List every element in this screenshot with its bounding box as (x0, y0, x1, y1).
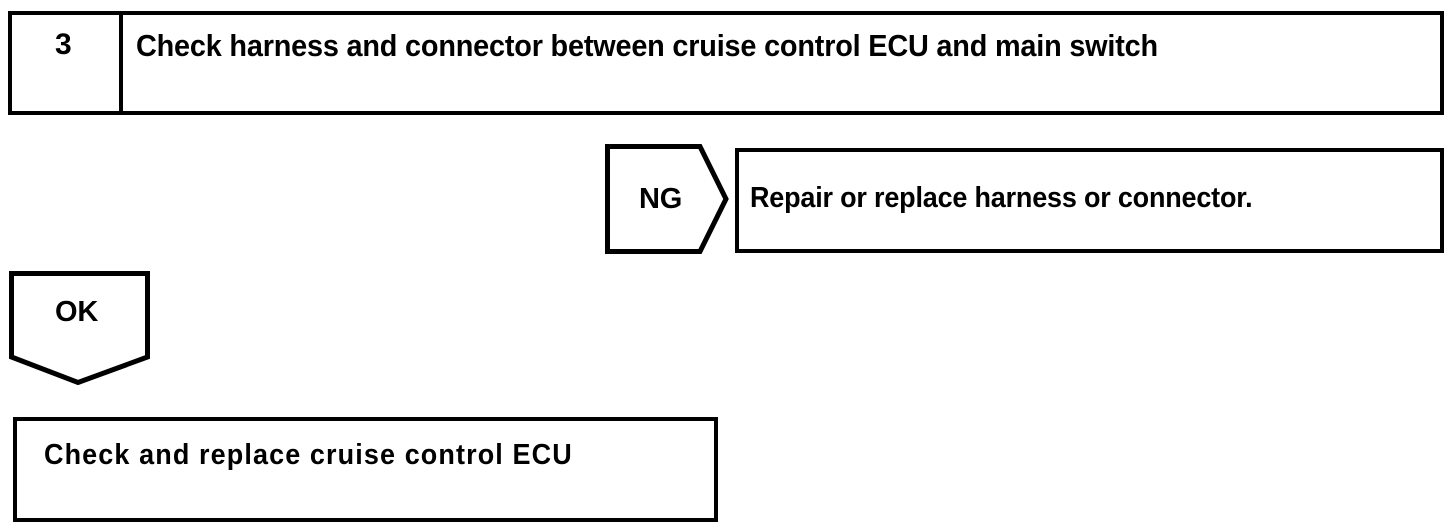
ok-arrow-shape (9, 271, 150, 385)
ng-result-box (735, 148, 1444, 253)
step-row-box (8, 11, 1444, 115)
ok-result-text: Check and replace cruise control ECU (44, 439, 573, 471)
ok-marker-label: OK (55, 296, 99, 328)
step-title: Check harness and connector between crui… (136, 28, 1158, 63)
ng-arrow-shape (605, 144, 729, 254)
step-row-cell-divider (119, 11, 123, 115)
step-number: 3 (55, 28, 72, 61)
ok-result-box (13, 417, 718, 522)
ng-marker-label: NG (639, 183, 683, 215)
ng-result-text: Repair or replace harness or connector. (750, 182, 1253, 214)
